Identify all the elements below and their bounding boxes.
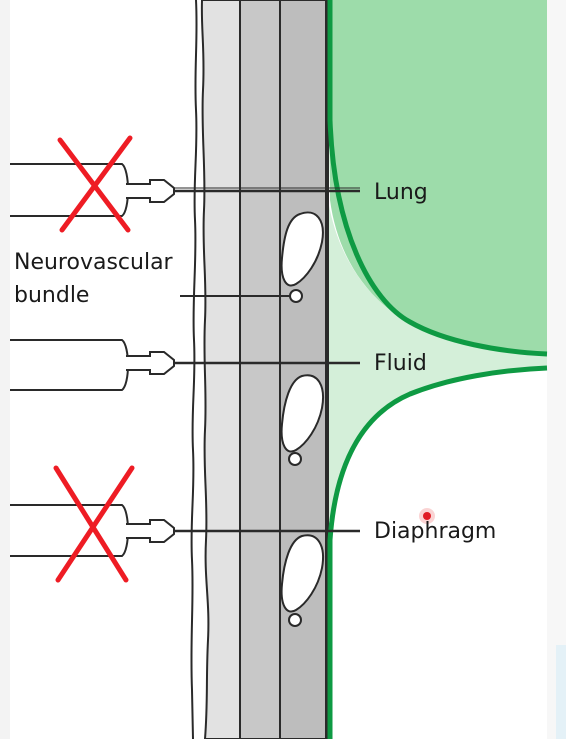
cursor-dot (419, 508, 435, 524)
corner-tint (556, 645, 566, 739)
lung-region (328, 0, 547, 352)
fluid-region (328, 200, 547, 520)
neurovascular-label-line2: bundle (14, 283, 89, 308)
lung-label: Lung (374, 180, 428, 205)
subcutaneous-layer (239, 0, 281, 739)
parietal-pleura-line (327, 365, 548, 739)
neurovascular-bundle-upper (280, 211, 324, 303)
right-margin (547, 0, 566, 739)
syringe-middle (10, 339, 360, 391)
skin-inner-line (190, 0, 198, 739)
incorrect-mark-lower (53, 465, 135, 583)
neurovascular-label-line1: Neurovascular (14, 250, 174, 275)
skin-layer (200, 0, 241, 739)
incorrect-mark-upper (57, 135, 133, 233)
intercostal-muscle-layer (279, 0, 329, 739)
visceral-pleura-line (327, 0, 548, 357)
neurovascular-bundle-lower (280, 534, 324, 627)
fluid-label: Fluid (374, 351, 427, 376)
diaphragm-label: Diaphragm (374, 519, 496, 544)
neurovascular-bundle-middle (280, 374, 324, 466)
left-margin (0, 0, 10, 739)
